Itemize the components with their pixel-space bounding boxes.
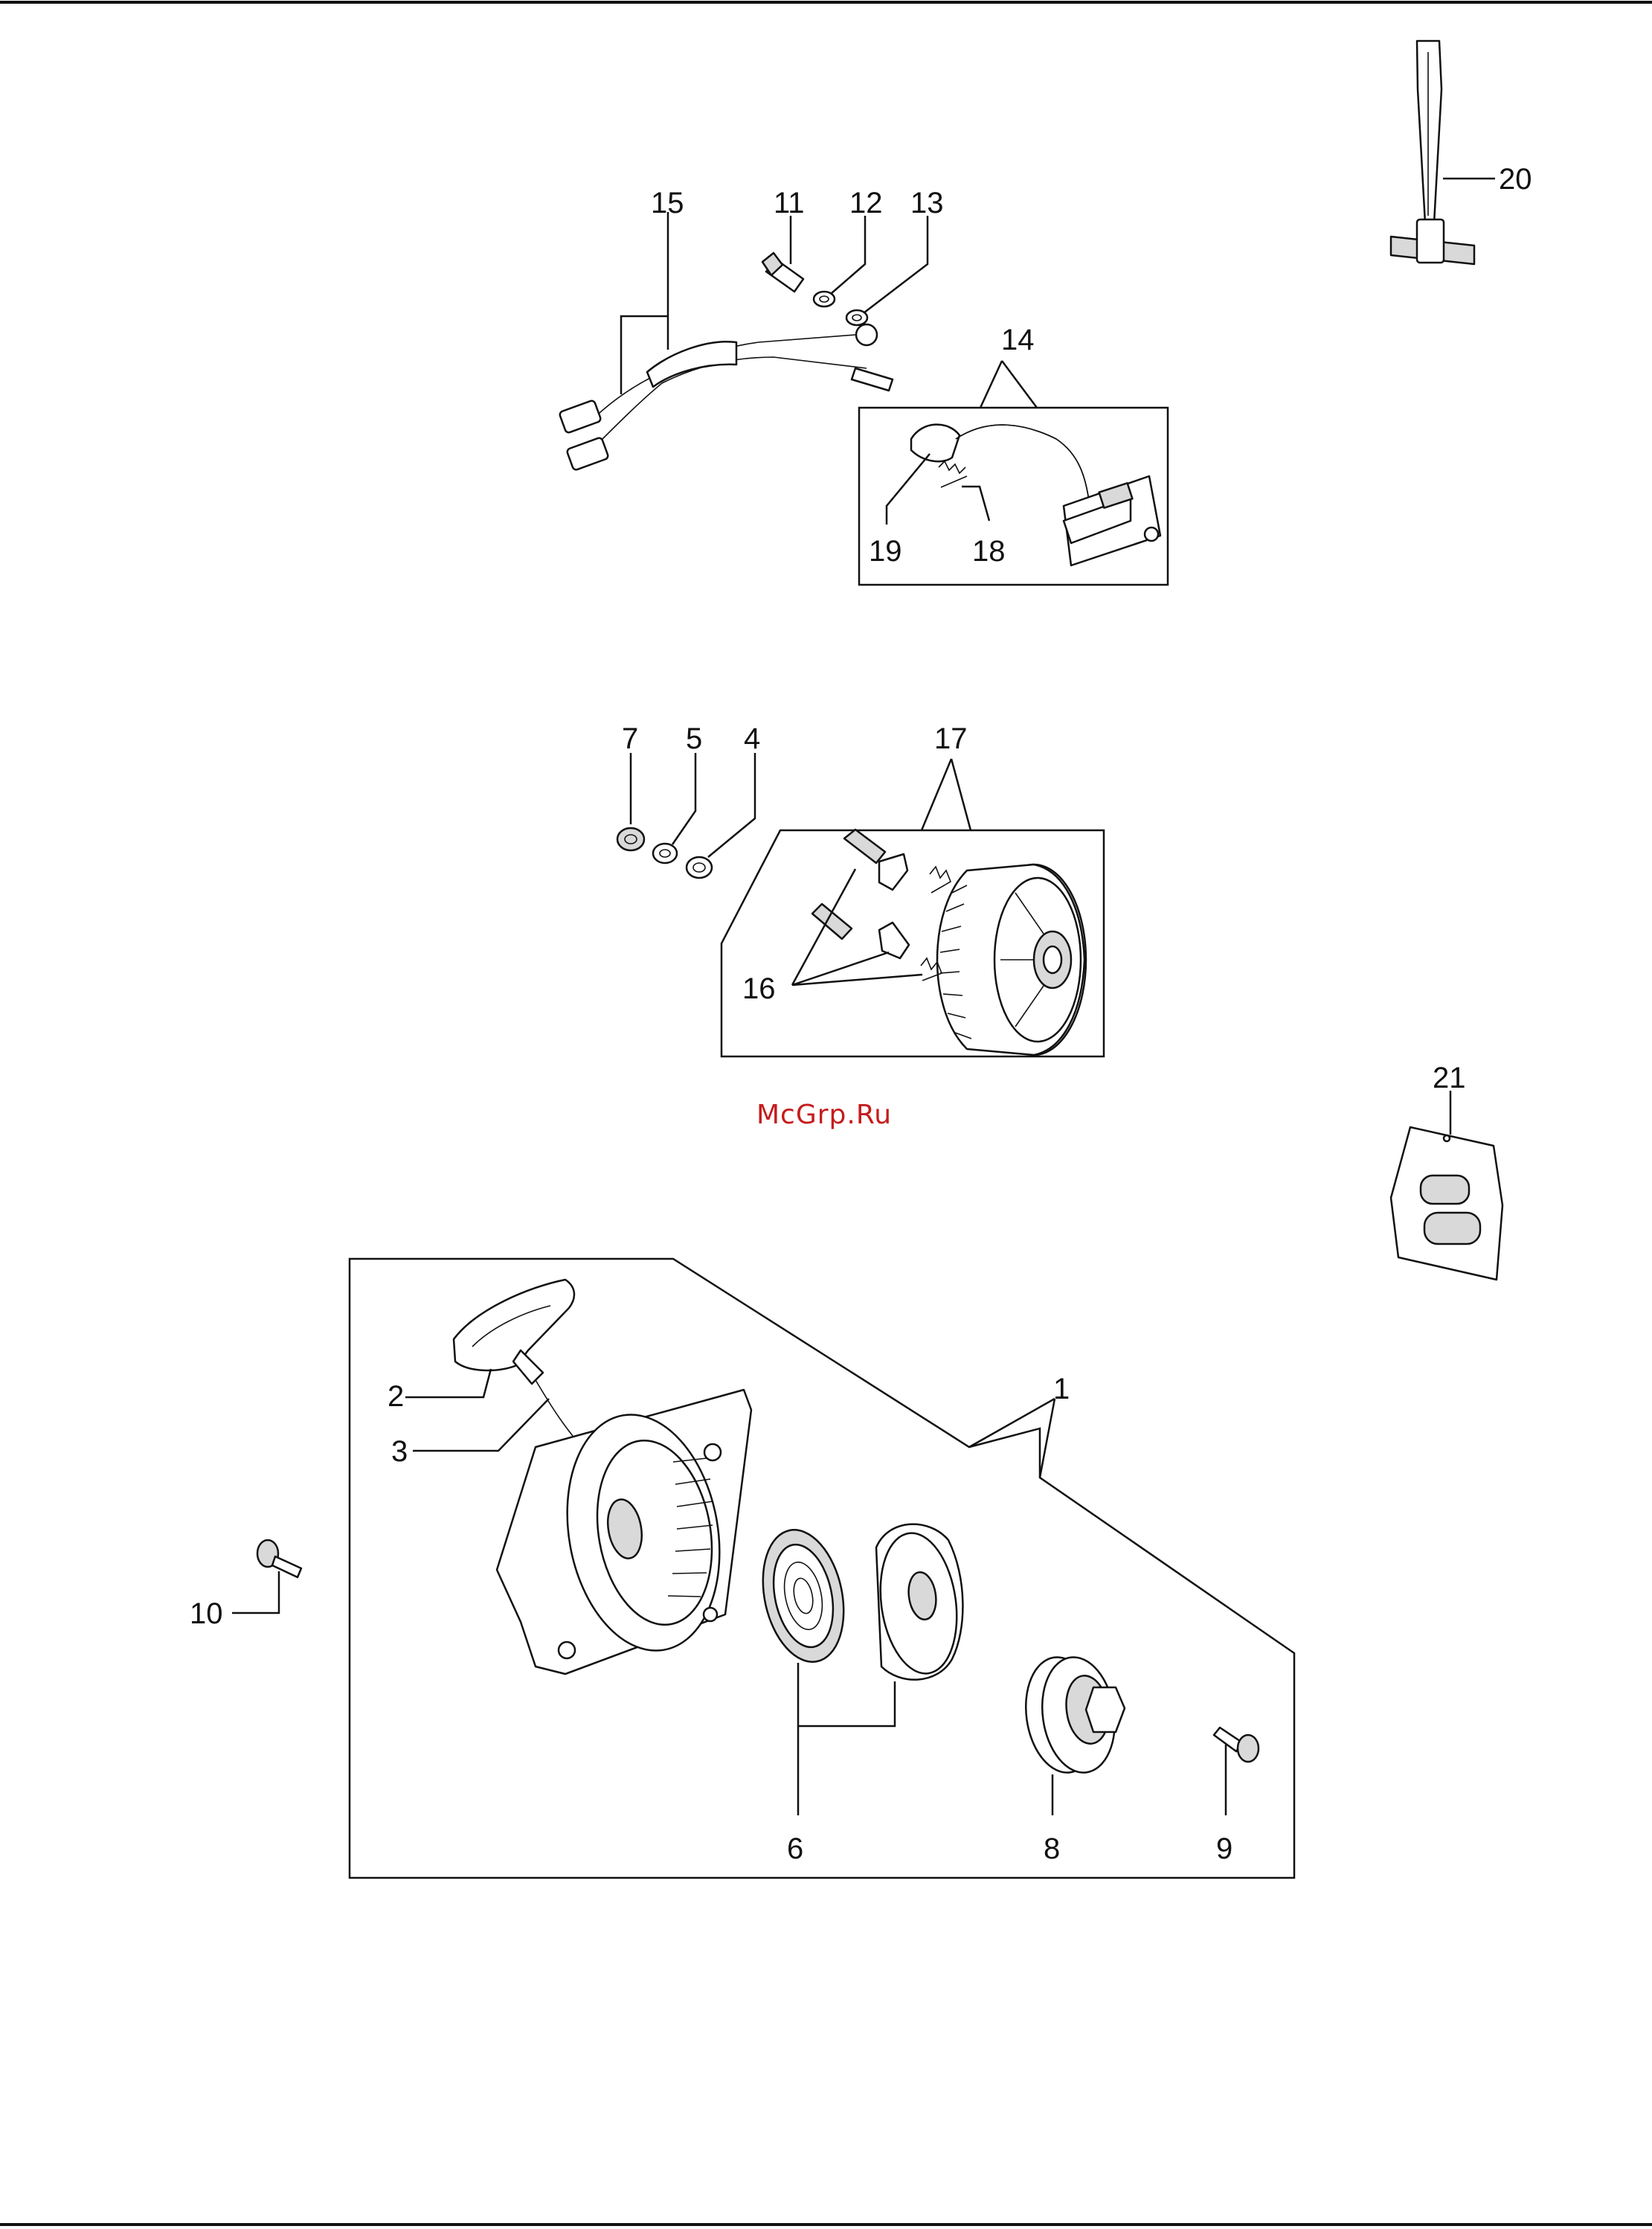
callout-9: 9 bbox=[1216, 1832, 1232, 1865]
leader-3 bbox=[413, 1399, 549, 1451]
callout-10: 10 bbox=[190, 1597, 223, 1630]
part-12-washer bbox=[814, 292, 835, 307]
callout-20: 20 bbox=[1499, 163, 1532, 196]
leader-2 bbox=[405, 1369, 491, 1397]
callout-5: 5 bbox=[686, 722, 702, 755]
watermark-text: McGrp.Ru bbox=[756, 1100, 892, 1130]
callout-14: 14 bbox=[1001, 324, 1035, 356]
callout-2: 2 bbox=[388, 1380, 404, 1413]
leader-16 bbox=[792, 869, 922, 985]
callout-1: 1 bbox=[1053, 1373, 1070, 1405]
part-2-handle bbox=[454, 1280, 574, 1384]
leader-13 bbox=[864, 216, 928, 312]
part-8-pulley bbox=[1019, 1652, 1125, 1777]
part-15-wire-harness bbox=[559, 324, 893, 471]
callout-16: 16 bbox=[742, 972, 776, 1005]
part-14-ignition-coil bbox=[911, 425, 1160, 565]
callout-13: 13 bbox=[910, 187, 944, 219]
leader-6 bbox=[798, 1663, 895, 1815]
callout-11: 11 bbox=[774, 187, 805, 219]
leader-19 bbox=[887, 454, 930, 525]
part-20-t-wrench bbox=[1391, 41, 1495, 264]
part-7-nut bbox=[617, 828, 644, 850]
part-21-gasket bbox=[1391, 1127, 1502, 1280]
callout-19: 19 bbox=[869, 535, 902, 568]
callout-17: 17 bbox=[934, 722, 968, 755]
callout-12: 12 bbox=[849, 187, 883, 219]
part-5-washer bbox=[653, 844, 677, 863]
callout-4: 4 bbox=[744, 722, 760, 755]
leader-4 bbox=[708, 753, 755, 857]
part-11-screw bbox=[762, 253, 803, 292]
callout-15: 15 bbox=[651, 187, 684, 219]
callout-6: 6 bbox=[787, 1832, 803, 1865]
part-17-flywheel bbox=[937, 865, 1086, 1055]
part-13-washer bbox=[846, 310, 867, 325]
part-6-recoil-spring bbox=[751, 1522, 855, 1670]
callout-7: 7 bbox=[622, 722, 638, 755]
part-16-pawl-set bbox=[812, 830, 951, 981]
callout-8: 8 bbox=[1044, 1832, 1060, 1865]
callout-3: 3 bbox=[391, 1435, 408, 1468]
callout-18: 18 bbox=[972, 535, 1006, 568]
leader-18 bbox=[962, 487, 989, 521]
leader-17 bbox=[922, 759, 971, 830]
leader-12 bbox=[832, 216, 865, 293]
callout-21: 21 bbox=[1433, 1062, 1466, 1094]
leader-10 bbox=[232, 1571, 279, 1613]
part-18-spring bbox=[939, 461, 967, 487]
leader-14 bbox=[980, 361, 1037, 408]
part-6-spring-plate bbox=[872, 1524, 965, 1680]
leader-1 bbox=[969, 1399, 1055, 1478]
part-4-washer bbox=[687, 857, 712, 878]
leader-5 bbox=[672, 753, 695, 844]
part-starter-housing bbox=[497, 1390, 751, 1674]
part-9-screw bbox=[1214, 1728, 1259, 1762]
